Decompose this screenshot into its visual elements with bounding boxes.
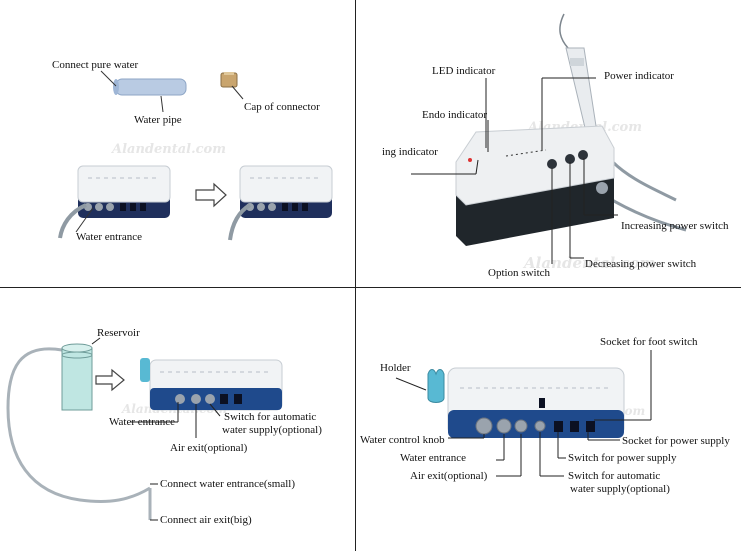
- device-back-icon: [140, 358, 283, 411]
- label-decreasing-power-switch: Decreasing power switch: [585, 258, 697, 270]
- label-connect-pure-water: Connect pure water: [52, 59, 139, 71]
- label-connect-water-entrance-small: Connect water entrance(small): [160, 478, 295, 490]
- label-water-entrance: Water entrance: [109, 416, 175, 428]
- watermark: Alandental.com: [524, 254, 656, 272]
- reservoir-illustration: [6, 337, 283, 521]
- label-increasing-power-switch: Increasing power switch: [621, 220, 729, 232]
- label-water-control-knob: Water control knob: [360, 434, 445, 446]
- label-air-exit: Air exit(optional): [170, 442, 248, 454]
- arrow-right-icon: [195, 182, 227, 208]
- label-switch-automatic-1: Switch for automatic: [568, 470, 661, 482]
- horizontal-divider: [0, 287, 741, 288]
- label-air-exit: Air exit(optional): [410, 470, 488, 482]
- handpiece-icon: [565, 47, 597, 133]
- label-cap-of-connector: Cap of connector: [244, 101, 320, 113]
- label-ing-indicator: ing indicator: [382, 146, 438, 158]
- label-socket-foot-switch: Socket for foot switch: [600, 336, 698, 348]
- panel-water-connection: Alandental.com: [0, 0, 355, 287]
- label-switch-automatic-2: water supply(optional): [570, 483, 670, 495]
- label-option-switch: Option switch: [488, 267, 551, 279]
- panel-front-controls: Alandental.com Alandental.com: [356, 0, 741, 287]
- label-water-pipe: Water pipe: [134, 114, 182, 126]
- holder-icon: [427, 369, 445, 403]
- watermark: Alandental.com: [112, 142, 226, 157]
- water-connection-illustration: [58, 70, 333, 241]
- label-endo-indicator: Endo indicator: [422, 109, 488, 121]
- panel-reservoir-connection: Alandental.com Reservo: [0, 288, 355, 551]
- reservoir-icon: [61, 343, 93, 411]
- vertical-divider: [355, 0, 356, 551]
- connector-cap-icon: [220, 72, 238, 88]
- panel-rear-ports: Alandental.com: [356, 288, 741, 551]
- label-switch-automatic-2: water supply(optional): [222, 424, 322, 436]
- arrow-right-icon: [95, 368, 125, 392]
- label-power-indicator: Power indicator: [604, 70, 674, 82]
- device-front-icon: [455, 125, 615, 246]
- label-connect-air-exit-big: Connect air exit(big): [160, 514, 252, 526]
- device-after-icon: [239, 165, 333, 218]
- label-reservoir: Reservoir: [97, 327, 140, 339]
- water-pipe-icon: [113, 78, 187, 96]
- label-water-entrance: Water entrance: [400, 452, 466, 464]
- label-water-entrance: Water entrance: [76, 231, 142, 243]
- label-switch-power-supply: Switch for power supply: [568, 452, 677, 464]
- device-rear-icon: [447, 367, 625, 438]
- label-holder: Holder: [380, 362, 411, 374]
- label-switch-automatic-1: Switch for automatic: [224, 411, 317, 423]
- front-controls-illustration: [411, 13, 687, 264]
- label-led-indicator: LED indicator: [432, 65, 496, 77]
- rear-ports-illustration: [395, 350, 652, 477]
- label-socket-power-supply: Socket for power supply: [622, 435, 730, 447]
- device-before-icon: [77, 165, 171, 218]
